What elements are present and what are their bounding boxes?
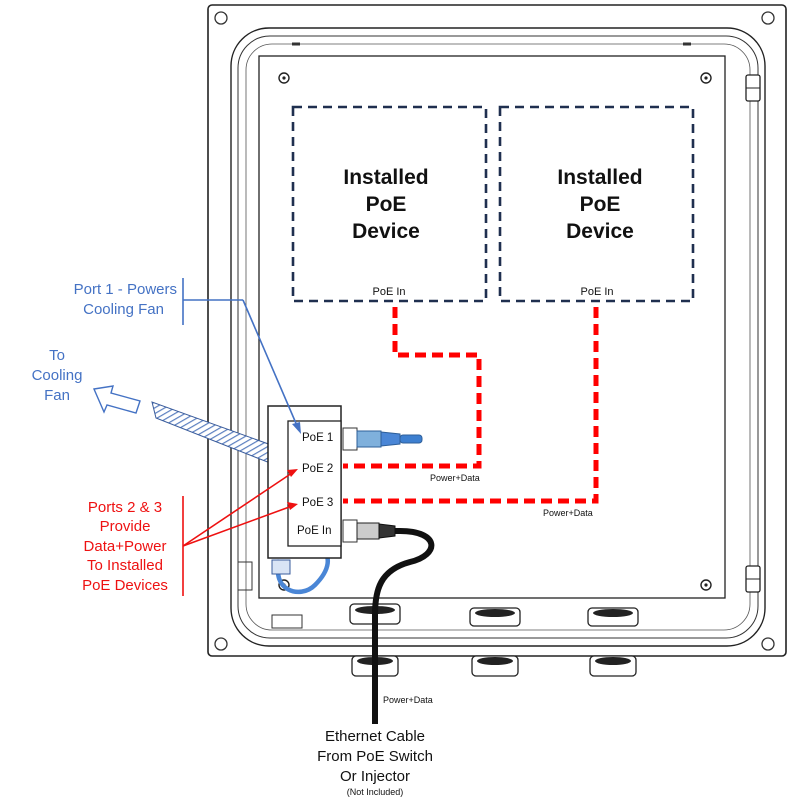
device-title-line: PoE — [580, 193, 621, 216]
callout-fan-line: To — [49, 347, 65, 364]
callout-cable-line: From PoE Switch — [317, 748, 433, 765]
mounting-hole-icon — [761, 11, 775, 25]
callout-port1: Port 1 - Powers Cooling Fan — [74, 278, 301, 434]
callout-leader — [182, 472, 293, 547]
arrow-icon — [287, 502, 298, 510]
hinge-icon — [745, 74, 761, 102]
callout-ports23-line: To Installed — [87, 557, 163, 574]
mounting-hole-icon — [761, 637, 775, 651]
callout-fan-line: Fan — [44, 387, 70, 404]
wire-label-incoming: Power+Data — [383, 695, 433, 705]
left-latch — [238, 561, 253, 591]
cable-gland-icon — [469, 607, 521, 677]
callout-cable-note: (Not Included) — [347, 787, 404, 797]
injector-port-label: PoE 3 — [302, 497, 333, 509]
injector-port-label: PoE 1 — [302, 432, 333, 444]
arrow-icon — [292, 422, 301, 434]
cable-glands — [349, 603, 639, 677]
callout-port1-line: Cooling Fan — [83, 301, 164, 318]
rj45-plug-icon — [271, 559, 291, 575]
screw-icon — [700, 579, 712, 591]
rj45-plug-icon — [342, 519, 396, 543]
rj45-plug-icon — [342, 427, 423, 451]
callout-fan-line: Cooling — [32, 367, 83, 384]
injector-port-label: PoE 2 — [302, 463, 333, 475]
device-title-line: Device — [566, 220, 634, 243]
callout-leader — [182, 505, 293, 547]
callout-cable: Ethernet Cable From PoE Switch Or Inject… — [317, 728, 433, 797]
wire-label-port2: Power+Data — [430, 473, 480, 483]
installed-device-2: Installed PoE Device PoE In — [498, 105, 695, 303]
callout-ports23-line: PoE Devices — [82, 577, 168, 594]
callout-cable-line: Ethernet Cable — [325, 728, 425, 745]
injector-label-panel — [287, 420, 342, 547]
device-title-line: Device — [352, 220, 420, 243]
injector-port-label: PoE In — [297, 525, 332, 537]
callout-ports23-line: Ports 2 & 3 — [88, 499, 162, 516]
power-data-line-port3 — [343, 307, 599, 504]
incoming-ethernet-cable — [343, 528, 435, 724]
bottom-left-latch — [271, 614, 303, 629]
device-port-label: PoE In — [580, 286, 613, 298]
mounting-hole-icon — [214, 637, 228, 651]
device-port-label: PoE In — [372, 286, 405, 298]
callout-port1-line: Port 1 - Powers — [74, 281, 177, 298]
device-title-line: Installed — [343, 166, 428, 189]
wire-label-port3: Power+Data — [543, 508, 593, 518]
callout-fan: To Cooling Fan — [32, 347, 83, 404]
poe-injector: PoE 1 PoE 2 PoE 3 PoE In — [267, 405, 423, 559]
mounting-hole-icon — [214, 11, 228, 25]
device-outline — [291, 105, 488, 303]
installed-device-1: Installed PoE Device PoE In — [291, 105, 488, 303]
device-title-line: Installed — [557, 166, 642, 189]
screw-icon — [700, 72, 712, 84]
callout-cable-line: Or Injector — [340, 768, 410, 785]
enclosure — [207, 4, 787, 657]
arrow-icon — [92, 385, 141, 414]
device-outline — [498, 105, 695, 303]
callout-leader — [242, 299, 299, 429]
hinge-icon — [745, 565, 761, 593]
device-title-line: PoE — [366, 193, 407, 216]
callout-ports23-line: Provide — [100, 518, 151, 535]
callout-ports23: Ports 2 & 3 Provide Data+Power To Instal… — [82, 469, 298, 596]
cable-gland-icon — [587, 607, 639, 677]
enclosure-gasket — [245, 43, 751, 631]
callout-ports23-line: Data+Power — [84, 538, 167, 555]
arrow-icon — [287, 469, 298, 477]
enclosure-inner-wall — [237, 35, 759, 639]
screw-icon — [278, 72, 290, 84]
